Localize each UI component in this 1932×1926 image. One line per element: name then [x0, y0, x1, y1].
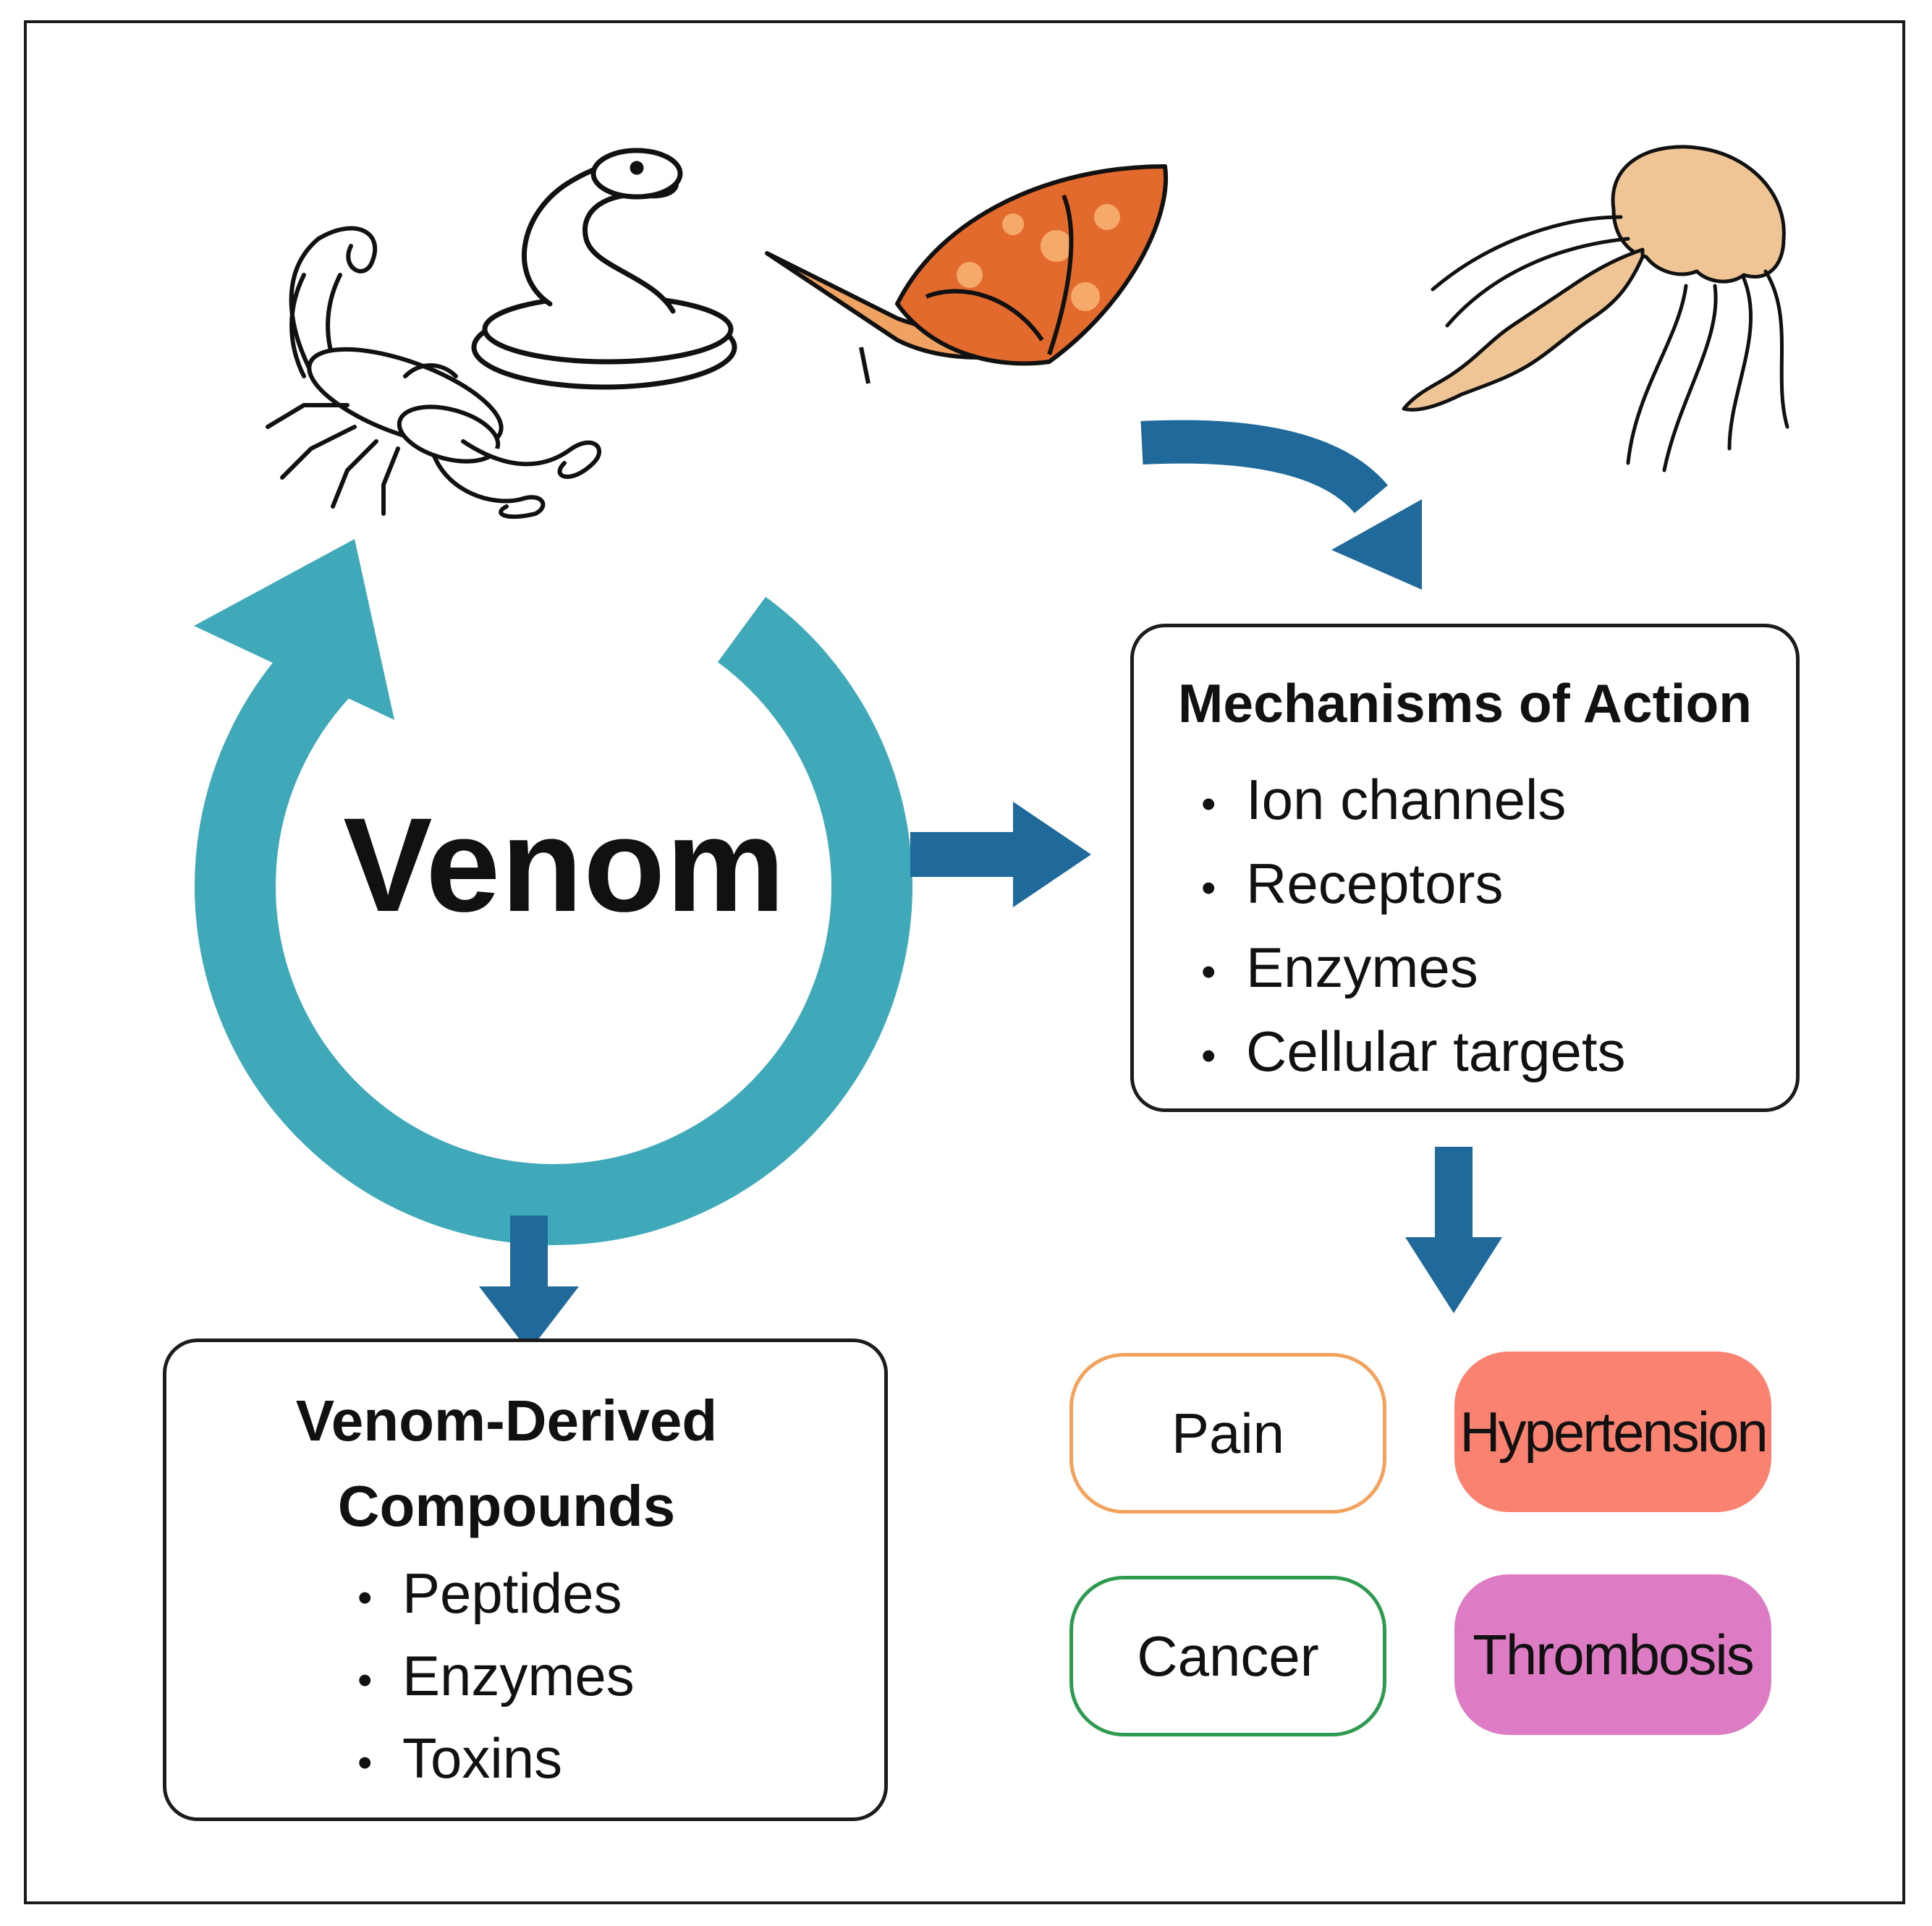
- condition-cancer: Cancer: [1069, 1576, 1386, 1736]
- cycle-arrow: [194, 539, 912, 1245]
- mechanisms-title: Mechanisms of Action: [1177, 673, 1753, 734]
- list-item: Peptides: [357, 1552, 635, 1639]
- mechanisms-box: Mechanisms of Action Ion channels Recept…: [1130, 624, 1800, 1112]
- list-item: Ion channels: [1201, 758, 1626, 847]
- list-item: Cellular targets: [1201, 1009, 1626, 1098]
- condition-thrombosis: Thrombosis: [1454, 1574, 1771, 1735]
- cone-snail-icon: [765, 164, 1168, 384]
- compounds-title: Venom-Derived Compounds: [295, 1388, 718, 1538]
- arrow-venom-to-mechanisms: [910, 802, 1091, 907]
- compounds-box: Venom-Derived Compounds Peptides Enzymes…: [163, 1339, 888, 1821]
- mechanisms-list: Ion channels Receptors Enzymes Cellular …: [1201, 758, 1626, 1098]
- list-item: Enzymes: [357, 1634, 635, 1722]
- arrow-venom-to-compounds: [479, 1216, 579, 1352]
- arrow-mechanisms-to-conditions: [1405, 1147, 1502, 1313]
- jellyfish-icon: [1402, 145, 1789, 472]
- condition-hypertension: Hypertension: [1454, 1352, 1771, 1512]
- diagram-frame: [24, 20, 1905, 1904]
- venom-title: Venom: [343, 791, 786, 940]
- compounds-list: Peptides Enzymes Toxins: [357, 1552, 635, 1804]
- list-item: Toxins: [357, 1717, 635, 1804]
- list-item: Enzymes: [1201, 925, 1626, 1014]
- arrow-to-mechanisms-curved: [1140, 420, 1422, 590]
- list-item: Receptors: [1201, 841, 1626, 930]
- snake-icon: [471, 148, 737, 390]
- condition-pain: Pain: [1069, 1353, 1386, 1514]
- scorpion-icon: [266, 226, 601, 519]
